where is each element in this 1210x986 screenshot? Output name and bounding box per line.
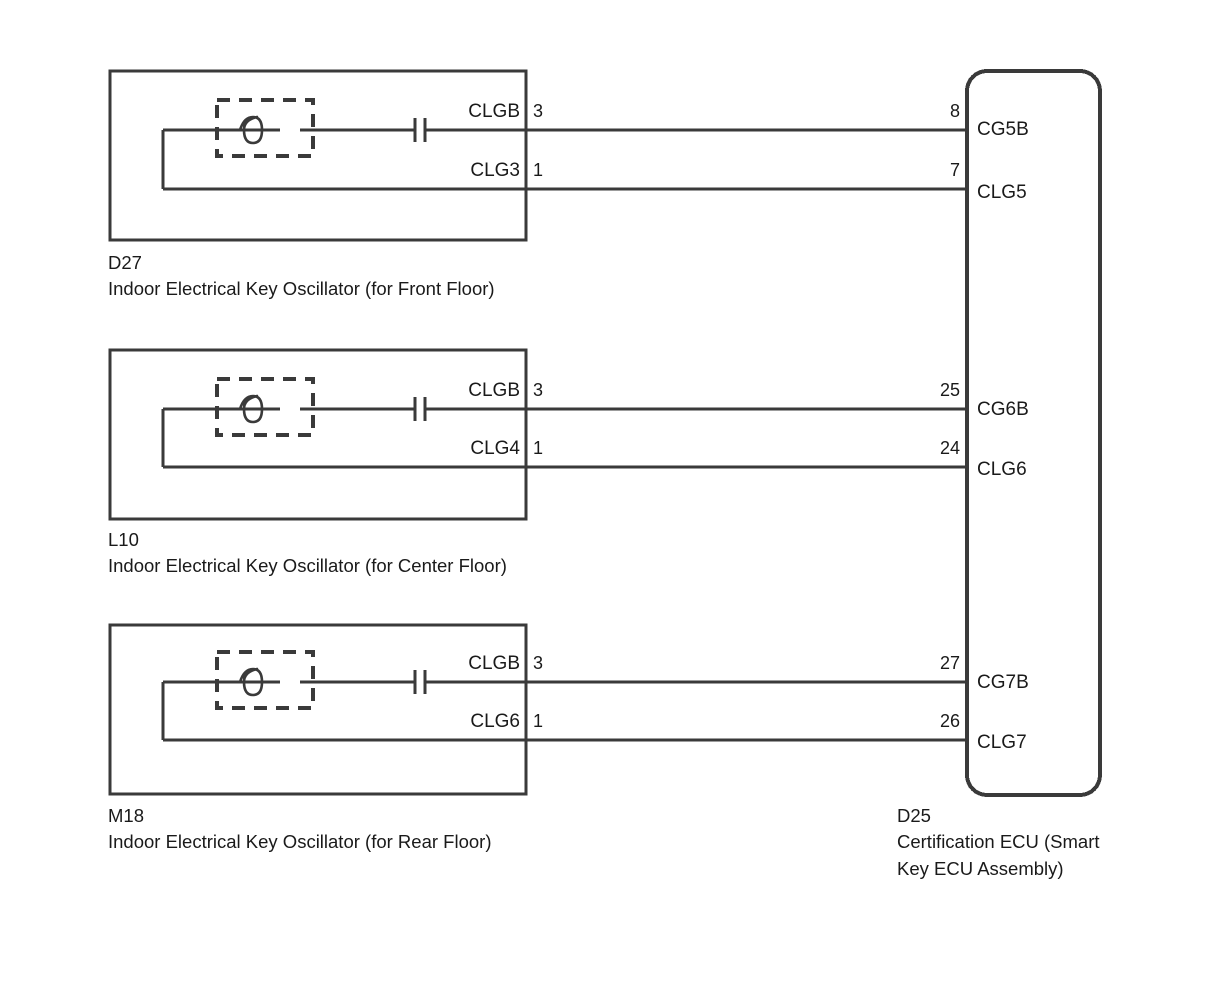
ecu-pin-25: 25 [939,380,960,400]
terminal-signal-m18-clgb: CLGB [468,653,520,674]
terminal-pin-l10-1: 1 [533,438,544,458]
connector-name-d27: Indoor Electrical Key Oscillator (for Fr… [108,278,495,299]
ecu-signal-cg6b: CG6B [977,399,1029,420]
terminal-signal-d27-clg3: CLG3 [470,160,520,181]
inductor-coil-d27 [238,115,264,145]
terminal-pin-d27-1: 1 [533,160,544,180]
terminal-signal-l10-clgb: CLGB [468,380,520,401]
connector-name-m18: Indoor Electrical Key Oscillator (for Re… [108,831,492,852]
terminal-signal-m18-clg6: CLG6 [470,711,520,732]
ecu-name-line1: Certification ECU (Smart [897,831,1100,852]
ecu-pin-7: 7 [949,160,960,180]
ecu-signal-cg5b: CG5B [977,119,1029,140]
ecu-code-d25: D25 [897,805,931,826]
ecu-pin-27: 27 [939,653,960,673]
terminal-pin-d27-3: 3 [533,101,544,121]
connector-box-l10 [108,348,528,521]
ecu-signal-cg7b: CG7B [977,672,1029,693]
antenna-dashed-box-d27 [215,98,315,158]
connector-code-d27: D27 [108,252,142,273]
terminal-pin-m18-3: 3 [533,653,544,673]
inductor-coil-l10 [238,394,264,424]
inductor-coil-m18 [238,667,264,697]
terminal-signal-d27-clgb: CLGB [468,101,520,122]
connector-box-d27 [108,69,528,242]
ecu-box-d25 [965,69,1102,797]
ecu-pin-8: 8 [949,101,960,121]
connector-code-m18: M18 [108,805,144,826]
antenna-dashed-box-m18 [215,650,315,710]
terminal-pin-l10-3: 3 [533,380,544,400]
ecu-signal-clg5: CLG5 [977,182,1027,203]
connector-name-l10: Indoor Electrical Key Oscillator (for Ce… [108,555,507,576]
ecu-pin-24: 24 [939,438,960,458]
ecu-signal-clg7: CLG7 [977,732,1027,753]
terminal-signal-l10-clg4: CLG4 [470,438,520,459]
antenna-dashed-box-l10 [215,377,315,437]
ecu-signal-clg6: CLG6 [977,459,1027,480]
ecu-pin-26: 26 [939,711,960,731]
connector-code-l10: L10 [108,529,139,550]
terminal-pin-m18-1: 1 [533,711,544,731]
ecu-name-line2: Key ECU Assembly) [897,858,1064,879]
